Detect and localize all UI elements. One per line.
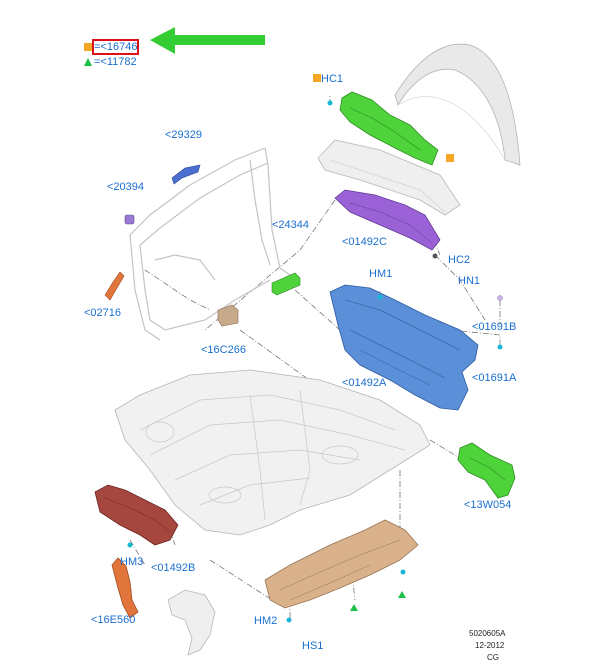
- figure-ref-number: 5020605A: [469, 629, 506, 638]
- label-hn1[interactable]: HN1: [458, 275, 481, 287]
- red-bracket-01492b: [94, 484, 179, 546]
- highlighted-ref-box[interactable]: =<16746: [91, 39, 140, 55]
- legend-triangle-ref[interactable]: =<11782: [94, 56, 137, 68]
- blue-dash-panel: [329, 284, 479, 411]
- orange-bracket-02716: [104, 271, 125, 301]
- label-01492a[interactable]: <01492A: [342, 377, 387, 389]
- tan-block-16c266: [217, 304, 239, 327]
- green-block-24344: [271, 272, 301, 296]
- blue-bracket-29329: [171, 164, 201, 185]
- label-01492c[interactable]: <01492C: [342, 236, 387, 248]
- label-hm1[interactable]: HM1: [369, 268, 393, 280]
- green-triangle-markers: [350, 591, 406, 611]
- label-20394[interactable]: <20394: [107, 181, 145, 193]
- label-16c266[interactable]: <16C266: [201, 344, 246, 356]
- tan-underbody-shield: [264, 519, 419, 609]
- label-24344[interactable]: <24344: [272, 219, 310, 231]
- legend-triangle-icon: [84, 58, 92, 66]
- orange-square-markers: [313, 74, 454, 162]
- label-hm3[interactable]: HM3: [120, 556, 144, 568]
- label-01691b[interactable]: <01691B: [472, 321, 517, 333]
- green-pointer-arrow-icon: [150, 27, 265, 54]
- label-01691a[interactable]: <01691A: [472, 372, 517, 384]
- side-body-frame: [129, 147, 291, 341]
- orange-bracket-16e560: [111, 557, 139, 619]
- legend-square-icon: [84, 43, 92, 51]
- purple-clip-20394: [124, 214, 135, 225]
- green-cowl-part: [339, 91, 439, 166]
- label-hc2[interactable]: HC2: [448, 254, 471, 266]
- fastener-markers: [127, 100, 503, 623]
- legend-square-ref[interactable]: =<16746: [91, 39, 140, 55]
- label-hs1[interactable]: HS1: [302, 640, 324, 652]
- label-16e560[interactable]: <16E560: [91, 614, 136, 626]
- purple-cowl-part: [334, 189, 441, 251]
- green-bracket-13w054: [457, 442, 516, 499]
- floor-pan: [114, 369, 431, 536]
- figure-code: CG: [487, 653, 499, 662]
- label-13w054[interactable]: <13W054: [464, 499, 512, 511]
- label-hm2[interactable]: HM2: [254, 615, 278, 627]
- roof-panel: [394, 43, 521, 166]
- figure-date: 12-2012: [475, 641, 505, 650]
- cowl-panel-gray: [317, 139, 461, 216]
- fender-panel: [167, 589, 216, 656]
- label-01492b[interactable]: <01492B: [151, 562, 196, 574]
- label-02716[interactable]: <02716: [84, 307, 122, 319]
- label-hc1[interactable]: HC1: [321, 73, 344, 85]
- label-29329[interactable]: <29329: [165, 129, 203, 141]
